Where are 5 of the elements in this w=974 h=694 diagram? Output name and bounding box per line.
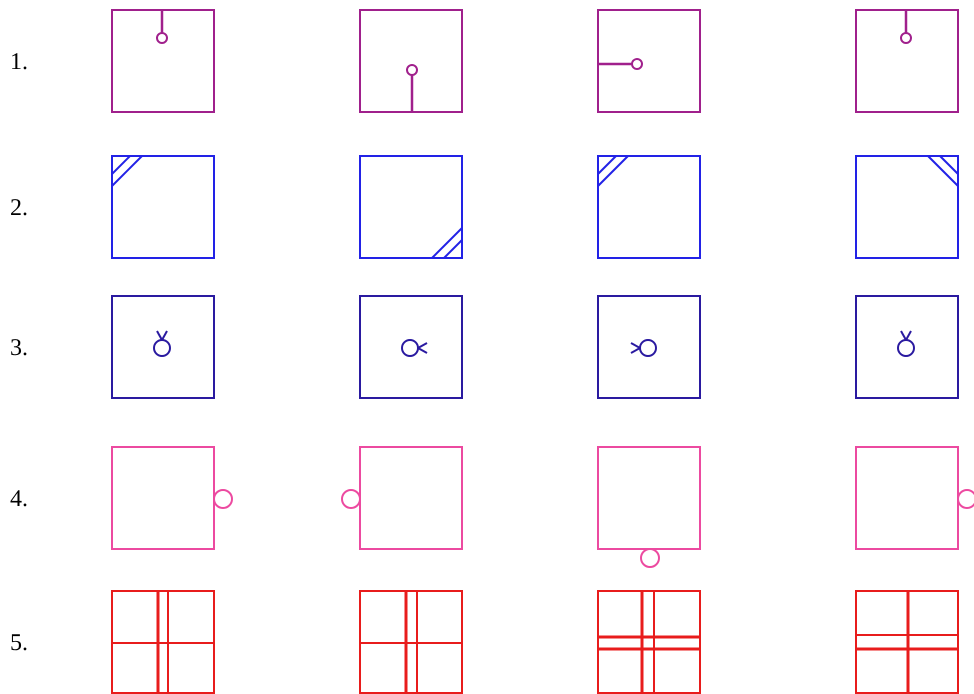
row-number: 3.: [10, 336, 28, 360]
row-number: 1.: [10, 50, 28, 74]
row-number: 2.: [10, 196, 28, 220]
row-number: 5.: [10, 631, 28, 655]
row-number: 4.: [10, 487, 28, 511]
